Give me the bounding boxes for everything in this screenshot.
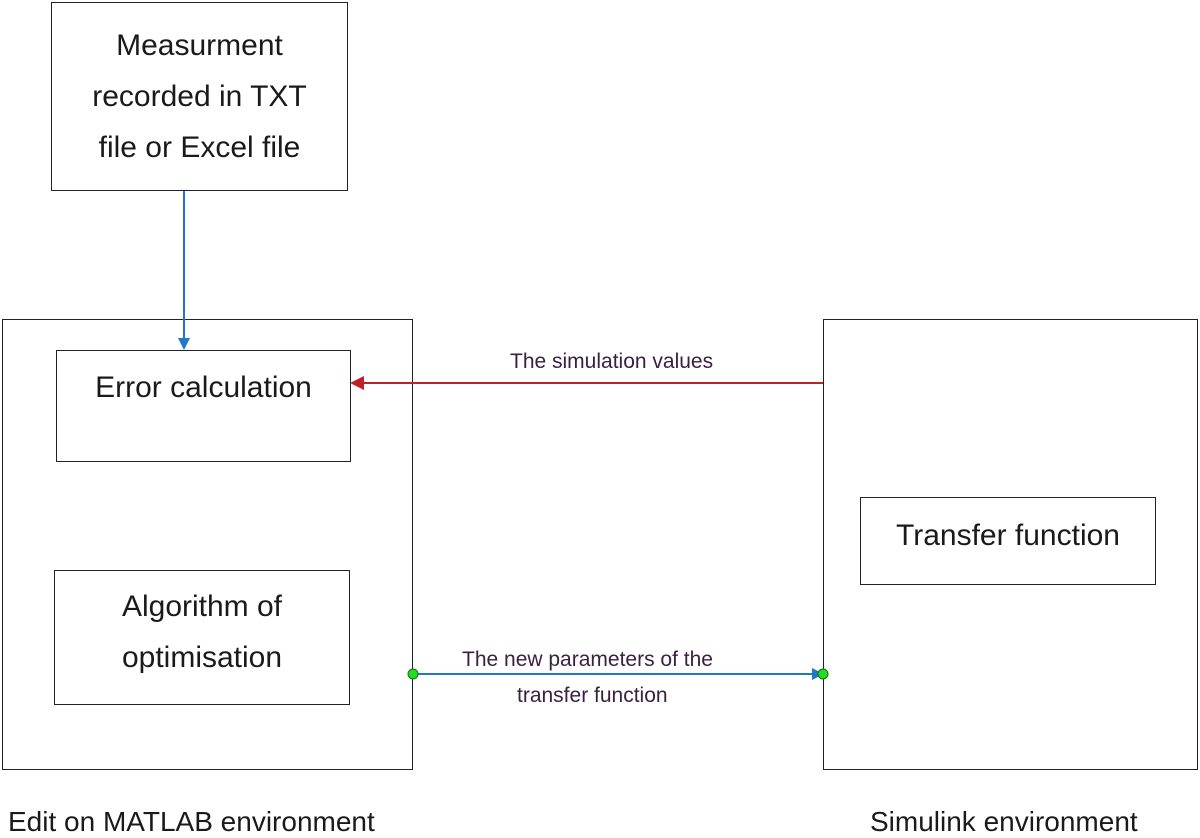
measurement-line-3: file or Excel file bbox=[98, 131, 301, 164]
error-calculation-label: Error calculation bbox=[95, 371, 312, 404]
new-parameters-label-line-1: The new parameters of the bbox=[462, 648, 713, 671]
new-parameters-label-line-2: transfer function bbox=[517, 684, 668, 707]
error-calculation-box bbox=[56, 350, 351, 462]
transfer-function-text: Transfer function bbox=[860, 510, 1156, 566]
algorithm-line-2: optimisation bbox=[121, 641, 283, 674]
measurement-box-text: Measurment recorded in TXT file or Excel… bbox=[51, 2, 348, 191]
algorithm-text: Algorithm of optimisation bbox=[54, 580, 350, 684]
measurement-box bbox=[51, 2, 348, 191]
simulation-values-label: The simulation values bbox=[510, 350, 714, 373]
measurement-line-1: Measurment bbox=[116, 29, 283, 62]
transfer-function-box bbox=[860, 497, 1156, 585]
transfer-function-label: Transfer function bbox=[896, 519, 1120, 552]
algorithm-box bbox=[54, 570, 350, 705]
measurement-line-2: recorded in TXT bbox=[92, 80, 307, 113]
error-calculation-text: Error calculation bbox=[56, 362, 351, 422]
matlab-environment-label: Edit on MATLAB environment bbox=[8, 806, 375, 837]
simulink-environment-label: Simulink environment bbox=[870, 806, 1138, 837]
algorithm-line-1: Algorithm of bbox=[121, 590, 283, 623]
